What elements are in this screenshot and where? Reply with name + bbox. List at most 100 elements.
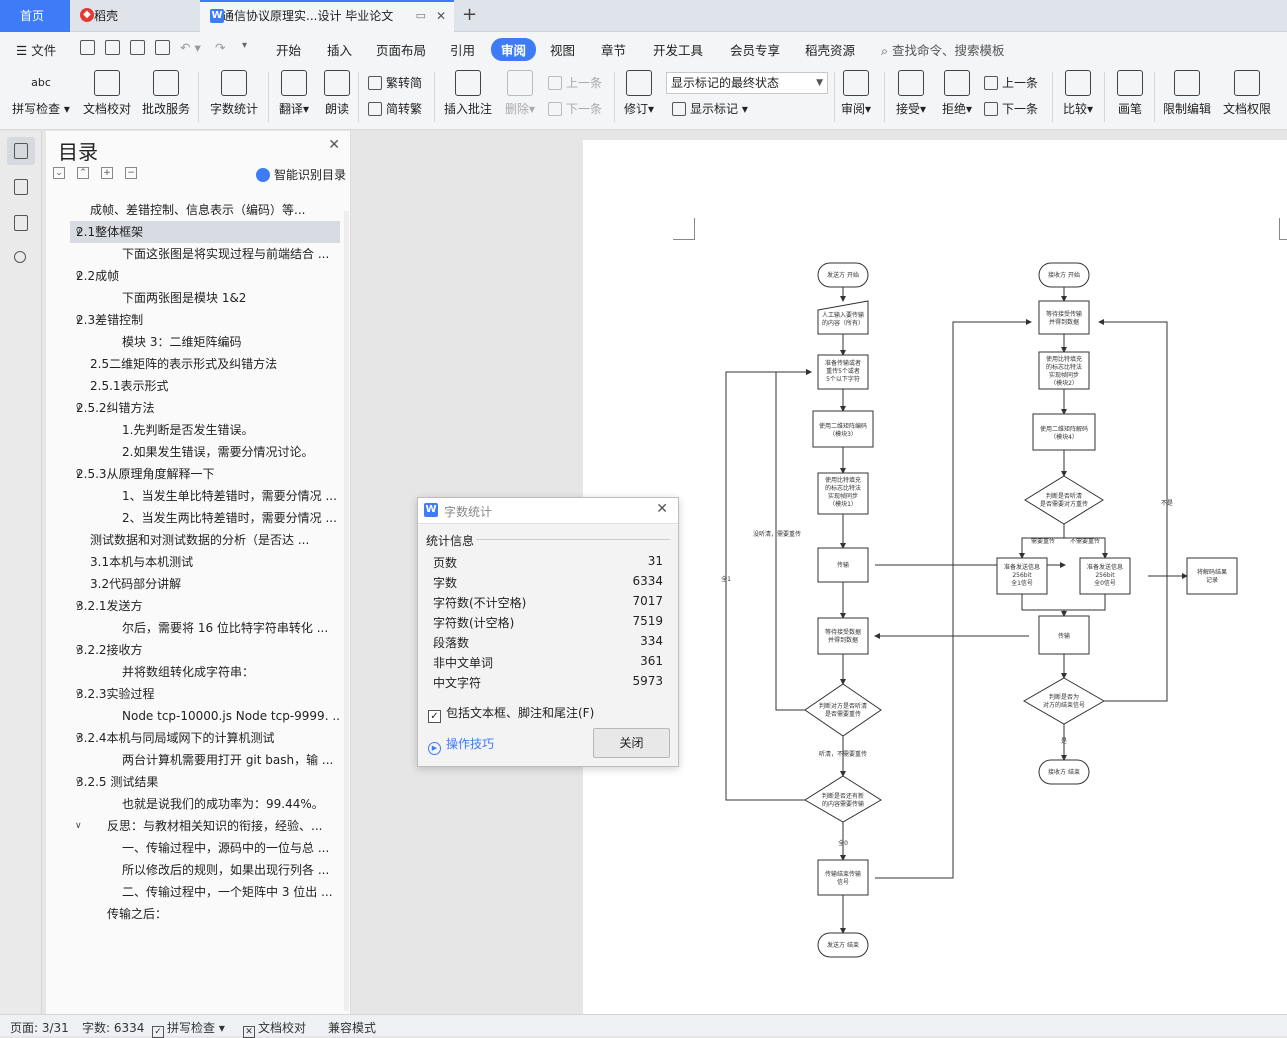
bookmark-nav-button[interactable]	[7, 209, 35, 237]
toc-item[interactable]: ∨2.1整体框架	[70, 221, 340, 243]
doc-permission-button[interactable]: 文档权限	[1220, 70, 1274, 126]
close-button[interactable]: 关闭	[593, 728, 670, 758]
save-icon[interactable]	[80, 40, 95, 55]
chevron-down-icon[interactable]: ∨	[75, 403, 82, 413]
show-markup-button[interactable]: 显示标记 ▾	[672, 100, 748, 117]
chevron-down-icon[interactable]: ∨	[75, 315, 82, 325]
batch-service-button[interactable]: 批改服务	[140, 70, 192, 126]
tab-float-icon[interactable]: ▭	[415, 9, 426, 22]
toc-item[interactable]: ∨反思：与教材相关知识的衔接，经验、...	[70, 815, 340, 837]
chevron-down-icon[interactable]: ∨	[75, 227, 82, 237]
word-count-button[interactable]: 字数统计	[207, 70, 261, 126]
toc-nav-button[interactable]	[7, 137, 35, 165]
include-textbox-checkbox[interactable]: ✓包括文本框、脚注和尾注(F)	[428, 704, 594, 723]
menu-reference[interactable]: 引用	[450, 43, 476, 58]
review-pane-button[interactable]: 审阅▾	[838, 70, 874, 126]
chevron-down-icon[interactable]: ∨	[75, 777, 82, 787]
toc-item[interactable]: ∨3.2.3实验过程	[70, 683, 340, 705]
menu-review[interactable]: 审阅	[491, 38, 537, 61]
next-comment-button[interactable]: 下一条	[548, 100, 602, 117]
toc-item[interactable]: 传输之后：	[70, 903, 340, 925]
close-icon[interactable]: ✕	[328, 137, 340, 153]
tips-link[interactable]: ▶操作技巧	[428, 735, 494, 755]
export-pdf-icon[interactable]	[105, 40, 120, 55]
menu-start[interactable]: 开始	[276, 43, 302, 58]
toc-item[interactable]: 1.先判断是否发生错误。	[70, 419, 340, 441]
add-tab-icon[interactable]: +	[462, 4, 478, 25]
prev-comment-button[interactable]: 上一条	[548, 74, 602, 91]
tab-home[interactable]: 首页	[0, 0, 70, 32]
toc-item[interactable]: 2.如果发生错误，需要分情况讨论。	[70, 441, 340, 463]
toc-item[interactable]: 3.1本机与本机测试	[70, 551, 340, 573]
print-icon[interactable]	[130, 40, 145, 55]
toc-item[interactable]: 两台计算机需要用打开 git bash，输 ...	[70, 749, 340, 771]
toc-item[interactable]: Node tcp-10000.js Node tcp-9999. ...	[70, 705, 340, 727]
quick-access-dropdown-icon[interactable]: ▾	[242, 40, 248, 51]
doc-check-status[interactable]: ✕文档校对	[243, 1019, 306, 1038]
undo-icon[interactable]: ↶ ▾	[180, 40, 201, 55]
add-heading-icon[interactable]: +	[101, 167, 113, 179]
expand-all-icon[interactable]: ⌃	[77, 167, 89, 179]
insert-comment-button[interactable]: 插入批注	[442, 70, 494, 126]
compare-button[interactable]: 比较▾	[1060, 70, 1096, 126]
chevron-down-icon[interactable]: ∨	[75, 469, 82, 479]
toc-item[interactable]: 也就是说我们的成功率为：99.44%。	[70, 793, 340, 815]
collapse-all-icon[interactable]: ⌄	[53, 167, 65, 179]
toc-item[interactable]: ∨3.2.4本机与同局域网下的计算机测试	[70, 727, 340, 749]
toc-item[interactable]: 1、当发生单比特差错时，需要分情况 ...	[70, 485, 340, 507]
toc-item[interactable]: 并将数组转化成字符串：	[70, 661, 340, 683]
markup-state-select[interactable]: 显示标记的最终状态▼	[666, 72, 828, 94]
toc-item[interactable]: 下面这张图是将实现过程与前端结合 ...	[70, 243, 340, 265]
toc-scrollbar[interactable]	[344, 211, 349, 1011]
toc-item[interactable]: 一、传输过程中，源码中的一位与总 ...	[70, 837, 340, 859]
print-preview-icon[interactable]	[155, 40, 170, 55]
toc-item[interactable]: ∨2.5.3从原理角度解释一下	[70, 463, 340, 485]
toc-item[interactable]: ∨3.2.5 测试结果	[70, 771, 340, 793]
toc-item[interactable]: 模块 3：二维矩阵编码	[70, 331, 340, 353]
toc-item[interactable]: 尔后，需要将 16 位比特字符串转化 ...	[70, 617, 340, 639]
menu-layout[interactable]: 页面布局	[376, 43, 427, 58]
trad-to-simp-button[interactable]: 繁转简	[368, 74, 422, 91]
spell-check-status[interactable]: ✓拼写检查 ▾	[152, 1019, 225, 1038]
close-tab-icon[interactable]: ✕	[435, 9, 446, 23]
menu-chapter[interactable]: 章节	[601, 43, 627, 58]
menu-member[interactable]: 会员专享	[730, 43, 781, 58]
chevron-down-icon[interactable]: ∨	[75, 689, 82, 699]
prev-change-button[interactable]: 上一条	[984, 74, 1038, 91]
document-page[interactable]: 发送方 开始 人工输入要传输 的内容（所有） 准备传输或者 重传5个或者 5个以…	[583, 140, 1287, 1014]
accept-button[interactable]: 接受▾	[892, 70, 930, 126]
toc-item[interactable]: ∨2.3差错控制	[70, 309, 340, 331]
file-menu[interactable]: ☰ 文件	[16, 43, 57, 58]
toc-item[interactable]: 成帧、差错控制、信息表示（编码）等...	[70, 199, 340, 221]
toc-item[interactable]: ∨2.5.2纠错方法	[70, 397, 340, 419]
dialog-titlebar[interactable]: W 字数统计 ✕	[418, 498, 678, 524]
word-count-indicator[interactable]: 字数: 6334	[82, 1021, 145, 1035]
toc-item[interactable]: 3.2代码部分讲解	[70, 573, 340, 595]
menu-insert[interactable]: 插入	[327, 43, 353, 58]
redo-icon[interactable]: ↷	[215, 40, 226, 55]
doc-check-button[interactable]: 文档校对	[80, 70, 134, 126]
tab-daoke[interactable]: ◆ 稻壳	[72, 0, 197, 32]
reject-button[interactable]: 拒绝▾	[938, 70, 976, 126]
menu-devtools[interactable]: 开发工具	[653, 43, 704, 58]
toc-item[interactable]: ∨3.2.2接收方	[70, 639, 340, 661]
command-search[interactable]: ⌕ 查找命令、搜索模板	[881, 40, 1005, 59]
toc-item[interactable]: 2、当发生两比特差错时，需要分情况 ...	[70, 507, 340, 529]
toc-item[interactable]: 2.5二维矩阵的表示形式及纠错方法	[70, 353, 340, 375]
spell-check-button[interactable]: abc 拼写检查 ▾	[10, 70, 72, 126]
close-icon[interactable]: ✕	[656, 501, 668, 517]
next-change-button[interactable]: 下一条	[984, 100, 1038, 117]
chevron-down-icon[interactable]: ∨	[75, 733, 82, 743]
find-nav-button[interactable]	[7, 245, 35, 273]
toc-item[interactable]: ∨3.2.1发送方	[70, 595, 340, 617]
tab-document[interactable]: W 通信协议原理实...设计 毕业论文 ▭ ✕	[200, 0, 454, 32]
toc-item[interactable]: 下面两张图是模块 1&2	[70, 287, 340, 309]
chevron-down-icon[interactable]: ∨	[75, 271, 82, 281]
page-indicator[interactable]: 页面: 3/31	[10, 1021, 69, 1035]
toc-item[interactable]: ∨2.2成帧	[70, 265, 340, 287]
restrict-editing-button[interactable]: 限制编辑	[1160, 70, 1214, 126]
remove-heading-icon[interactable]: −	[125, 167, 137, 179]
toc-item[interactable]: 测试数据和对测试数据的分析（是否达 ...	[70, 529, 340, 551]
track-changes-button[interactable]: 修订▾	[622, 70, 656, 126]
chevron-down-icon[interactable]: ∨	[75, 821, 82, 831]
